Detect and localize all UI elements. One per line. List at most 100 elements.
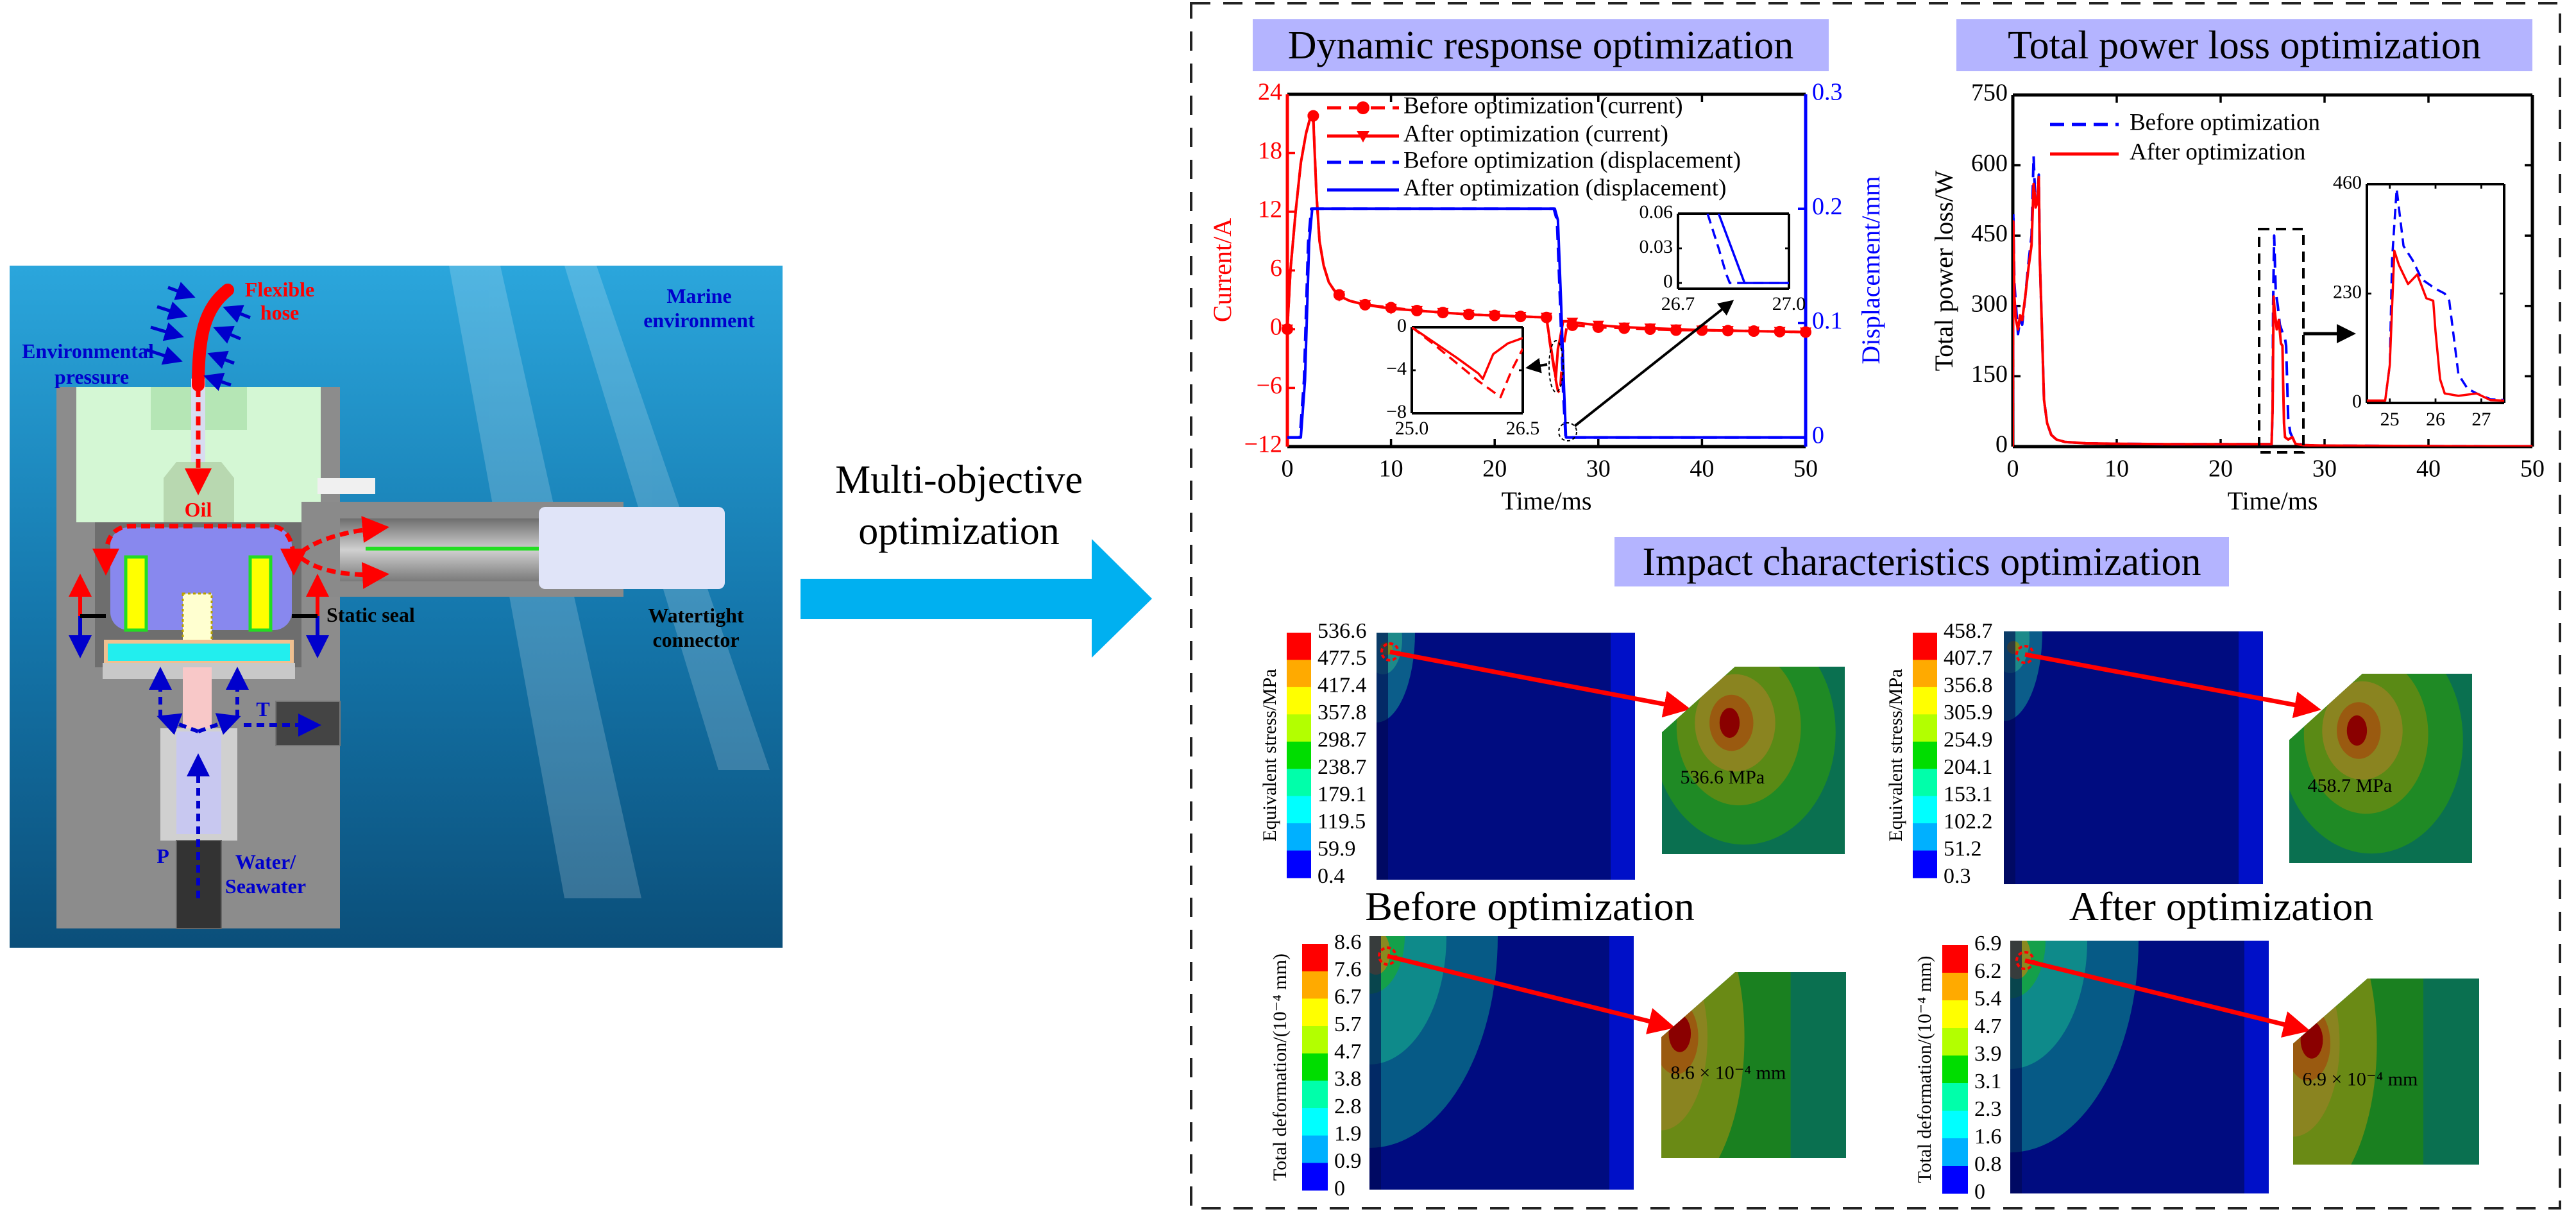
y-tick-label: 0	[1996, 431, 2008, 458]
colorbar-label: 6.7	[1334, 985, 1362, 1009]
x-tick-label: 20	[1482, 456, 1507, 483]
colorbar-label: 2.3	[1974, 1097, 2002, 1121]
colorbar-band	[1942, 1000, 1968, 1029]
series-marker-2	[1282, 324, 1293, 335]
power-loss-title-text: Total power loss optimization	[2008, 24, 2481, 67]
zoomed-hotspot	[1662, 667, 1845, 854]
inset-series-line-2	[1412, 327, 1523, 380]
series-marker-2	[1618, 322, 1631, 333]
y-tick-label: 0	[1663, 271, 1673, 292]
callout-arrow	[1525, 357, 1548, 373]
contour-zone	[1719, 708, 1740, 738]
series-marker-2	[1670, 324, 1682, 335]
label-environmental-pressure-2: pressure	[55, 365, 129, 388]
static-seal-right-icon	[292, 574, 329, 658]
colorbar-label: 6.2	[1974, 959, 2002, 983]
armature-plate	[104, 640, 294, 665]
series-marker-2	[1333, 291, 1345, 302]
series-marker-2	[1774, 327, 1786, 338]
title-box	[1956, 19, 2532, 71]
x-axis-label: Time/ms	[2228, 486, 2318, 515]
fea-model	[1369, 936, 1634, 1190]
label-flexible-hose-1: Flexible	[245, 278, 314, 301]
label-water-seawater-1: Water/	[235, 850, 296, 873]
colorbar-band	[1302, 1053, 1328, 1081]
x-tick-label: 27	[2471, 409, 2491, 430]
x-tick-label: 0	[1282, 456, 1294, 483]
colorbar-axis-label: Total deformation/(10⁻⁴ mm)	[1269, 953, 1291, 1181]
colorbar-label: 59.9	[1318, 837, 1356, 860]
x-tick-label: 40	[1690, 456, 1714, 483]
side-plug	[318, 478, 375, 494]
colorbar-label: 119.5	[1318, 810, 1366, 834]
colorbar-band	[1942, 945, 1968, 973]
dynamic-response-title: Dynamic response optimization	[1253, 19, 1829, 71]
colorbar-label: 458.7	[1944, 619, 1993, 643]
contour-zone	[2293, 979, 2377, 1165]
label-marine-environment-2: environment	[643, 309, 755, 332]
after-optimization-label: After optimization	[2069, 884, 2374, 929]
colorbar-band	[1942, 1028, 1968, 1056]
colorbar-band	[1287, 741, 1311, 769]
model-side	[1369, 936, 1381, 1190]
series-marker-2	[1359, 300, 1371, 311]
colorbar-label: 417.4	[1318, 674, 1367, 697]
x-tick-label: 20	[2208, 456, 2233, 483]
colorbar-label: 102.2	[1944, 810, 1993, 834]
plot-area	[2367, 184, 2504, 403]
fea-model	[2004, 631, 2263, 884]
colorbar-band	[1942, 1056, 1968, 1084]
colorbar-band	[1913, 687, 1937, 715]
x-tick-label: 25.0	[1395, 418, 1429, 439]
y-tick-label: 6	[1270, 255, 1282, 282]
colorbar-label: 204.1	[1944, 755, 1993, 779]
series-marker-2	[1437, 307, 1449, 319]
y-tick-label: 0	[1270, 314, 1282, 341]
colorbar-band	[1942, 1083, 1968, 1111]
callout-arrow	[1573, 300, 1734, 427]
y-axis-label: Total power loss/W	[1929, 170, 1958, 371]
y-tick-label: −8	[1386, 401, 1407, 422]
legend-marker-2	[1357, 131, 1369, 142]
colorbar-label: 3.1	[1974, 1070, 2002, 1093]
power-loss-title: Total power loss optimization	[1956, 19, 2532, 71]
y-tick-label: 230	[2333, 281, 2362, 302]
model-side	[2004, 631, 2015, 884]
contour-zone	[2300, 1021, 2323, 1059]
before-optimization-label: Before optimization	[1365, 884, 1695, 929]
legend-label-2: After optimization	[2130, 139, 2305, 165]
colorbar-label: 0.8	[1974, 1152, 2002, 1176]
zoom-arrow	[1387, 953, 1675, 1034]
y-tick-label: 24	[1258, 79, 1282, 106]
series-marker-2	[1462, 309, 1475, 321]
colorbar-band	[1913, 796, 1937, 824]
colorbar-axis-label: Total deformation/(10⁻⁴ mm)	[1914, 955, 1935, 1183]
colorbar-band	[1302, 1108, 1328, 1136]
zoom-region-marker	[1548, 340, 1564, 393]
seawater-flow-arrows	[149, 667, 321, 898]
zoom-region-marker	[2258, 228, 2305, 454]
legend-marker-1	[1357, 101, 1369, 114]
environmental-pressure-arrows	[146, 282, 251, 391]
title-box	[1614, 537, 2229, 586]
model-side	[2010, 941, 2022, 1193]
y2-tick-label: 0.1	[1812, 307, 1843, 334]
colorbar-label: 179.1	[1318, 782, 1367, 806]
max-value-label: 536.6 MPa	[1681, 767, 1765, 788]
colorbar-label: 0.4	[1318, 864, 1345, 888]
colorbar-axis-label: Equivalent stress/MPa	[1259, 669, 1280, 841]
colorbar-label: 8.6	[1334, 930, 1362, 954]
series-line-2	[2013, 175, 2532, 447]
colorbar-label: 0	[1334, 1177, 1345, 1201]
series-marker-2	[1800, 327, 1811, 338]
legend-label-1: Before optimization	[2130, 109, 2320, 135]
colorbar-band	[1287, 769, 1311, 797]
series-marker-2	[1411, 305, 1423, 317]
before-stress-result: 536.6477.5417.4357.8298.7238.7179.1119.5…	[1259, 619, 1845, 888]
colorbar-band	[1942, 1166, 1968, 1194]
solenoid-housing	[110, 527, 292, 630]
